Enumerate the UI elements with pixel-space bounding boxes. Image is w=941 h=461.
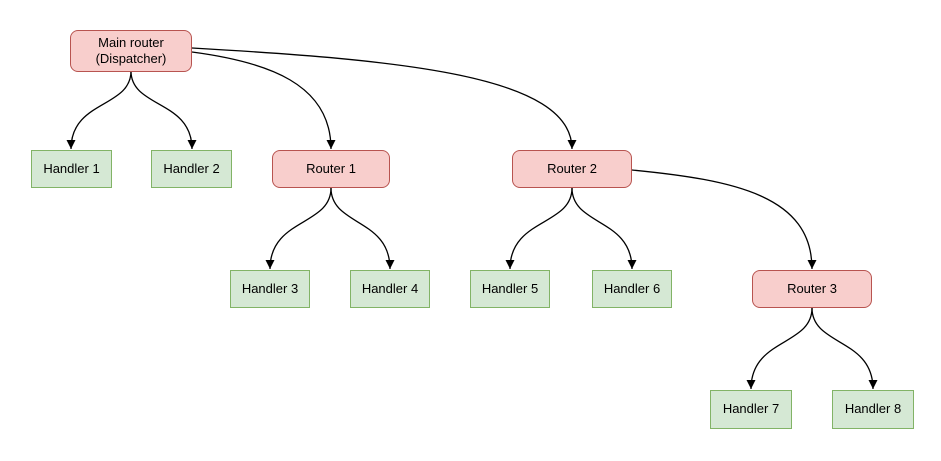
- edge-router2-to-handler5: [505, 187, 573, 270]
- edge-main-to-handler2: [130, 70, 197, 150]
- node-handler-2: Handler 2: [151, 150, 232, 188]
- node-handler-5: Handler 5: [470, 270, 550, 308]
- node-router-2: Router 2: [512, 150, 632, 188]
- edge-main-to-router2: [191, 47, 577, 150]
- node-main-router-label: Main router (Dispatcher): [95, 34, 167, 66]
- node-router-1: Router 1: [272, 150, 390, 188]
- edge-router3-to-handler8: [811, 307, 878, 390]
- node-handler-5-label: Handler 5: [481, 280, 539, 296]
- node-handler-4-label: Handler 4: [361, 280, 419, 296]
- edge-router2-to-router3: [631, 169, 817, 270]
- edge-router1-to-handler4: [330, 187, 395, 270]
- node-handler-3-label: Handler 3: [241, 280, 299, 296]
- node-handler-8-label: Handler 8: [844, 401, 902, 417]
- node-handler-7-label: Handler 7: [722, 401, 780, 417]
- edge-router1-to-handler3: [265, 187, 332, 270]
- node-router-2-label: Router 2: [547, 160, 597, 176]
- edge-router2-to-handler6: [571, 187, 637, 270]
- node-handler-2-label: Handler 2: [163, 160, 220, 176]
- node-router-3: Router 3: [752, 270, 872, 308]
- node-handler-6: Handler 6: [592, 270, 672, 308]
- node-router-3-label: Router 3: [787, 280, 837, 296]
- node-handler-8: Handler 8: [832, 390, 914, 429]
- edge-main-to-router1: [191, 51, 336, 150]
- node-handler-4: Handler 4: [350, 270, 430, 308]
- edge-router3-to-handler7: [746, 307, 813, 390]
- node-handler-7: Handler 7: [710, 390, 792, 429]
- edge-main-to-handler1: [66, 70, 132, 150]
- node-router-1-label: Router 1: [306, 160, 356, 176]
- node-handler-6-label: Handler 6: [603, 280, 661, 296]
- node-handler-1: Handler 1: [31, 150, 112, 188]
- node-handler-1-label: Handler 1: [43, 160, 100, 176]
- node-main-router: Main router (Dispatcher): [70, 30, 192, 72]
- node-handler-3: Handler 3: [230, 270, 310, 308]
